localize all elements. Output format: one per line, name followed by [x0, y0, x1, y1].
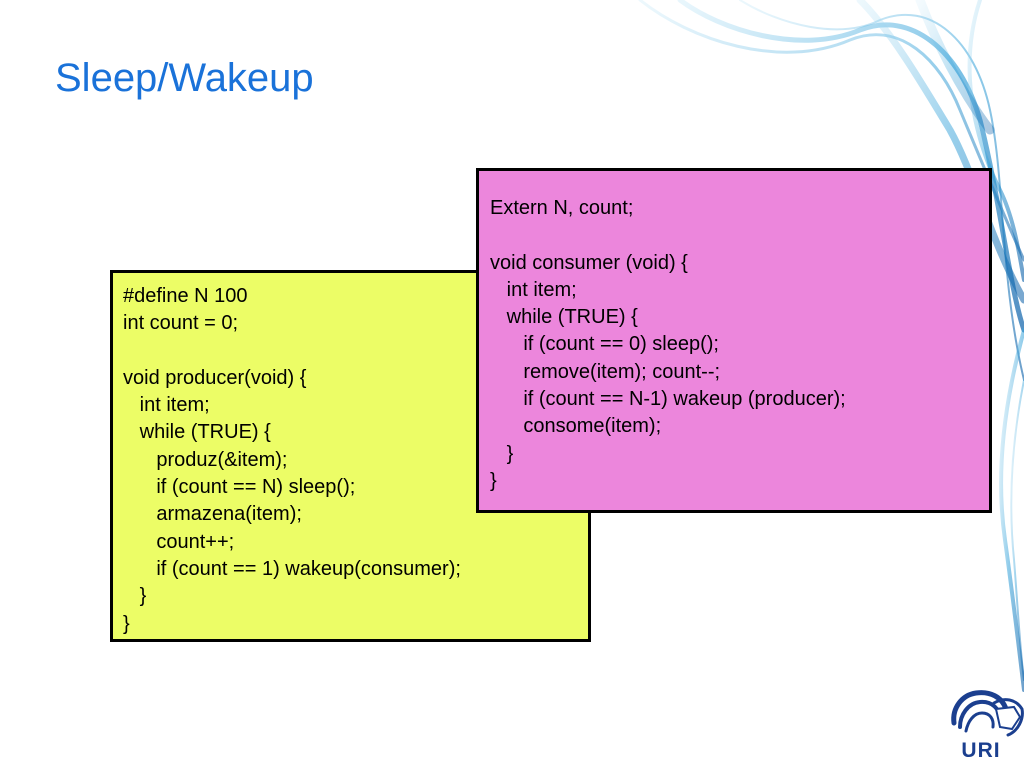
- producer-code-line: count++;: [123, 530, 235, 553]
- producer-code-line: if (count == N) sleep();: [123, 476, 356, 499]
- consumer-code-line: [490, 222, 989, 249]
- producer-code-line: void producer(void) {: [123, 366, 307, 389]
- logo-emblem-icon: [951, 690, 1024, 737]
- producer-code-line: }: [123, 612, 130, 635]
- consumer-code-line: consome(item);: [490, 415, 662, 438]
- consumer-code-line: while (TRUE) {: [490, 306, 638, 329]
- uri-university-logo-icon: URI: [944, 683, 1024, 768]
- consumer-code-line: int item;: [490, 278, 577, 301]
- producer-code-line: armazena(item);: [123, 503, 302, 526]
- producer-code-line: while (TRUE) {: [123, 421, 271, 444]
- consumer-code-line: remove(item); count--;: [490, 360, 721, 383]
- logo-text: URI: [961, 739, 1001, 762]
- consumer-code-line: }: [490, 442, 514, 465]
- consumer-code-line: void consumer (void) {: [490, 251, 688, 274]
- consumer-code-line: Extern N, count;: [490, 197, 634, 219]
- consumer-code-line: if (count == 0) sleep();: [490, 333, 719, 356]
- consumer-code-box: Extern N, count; void consumer (void) { i…: [476, 168, 992, 513]
- consumer-code-line: }: [490, 469, 497, 492]
- producer-code-line: produz(&item);: [123, 448, 288, 471]
- producer-code-line: int count = 0;: [123, 312, 239, 335]
- consumer-code-line: if (count == N-1) wakeup (producer);: [490, 388, 846, 411]
- producer-code-line: }: [123, 585, 147, 608]
- producer-code-line: #define N 100: [123, 285, 248, 307]
- slide-title: Sleep/Wakeup: [55, 56, 314, 100]
- producer-code-line: if (count == 1) wakeup(consumer);: [123, 557, 461, 580]
- producer-code-line: int item;: [123, 394, 210, 417]
